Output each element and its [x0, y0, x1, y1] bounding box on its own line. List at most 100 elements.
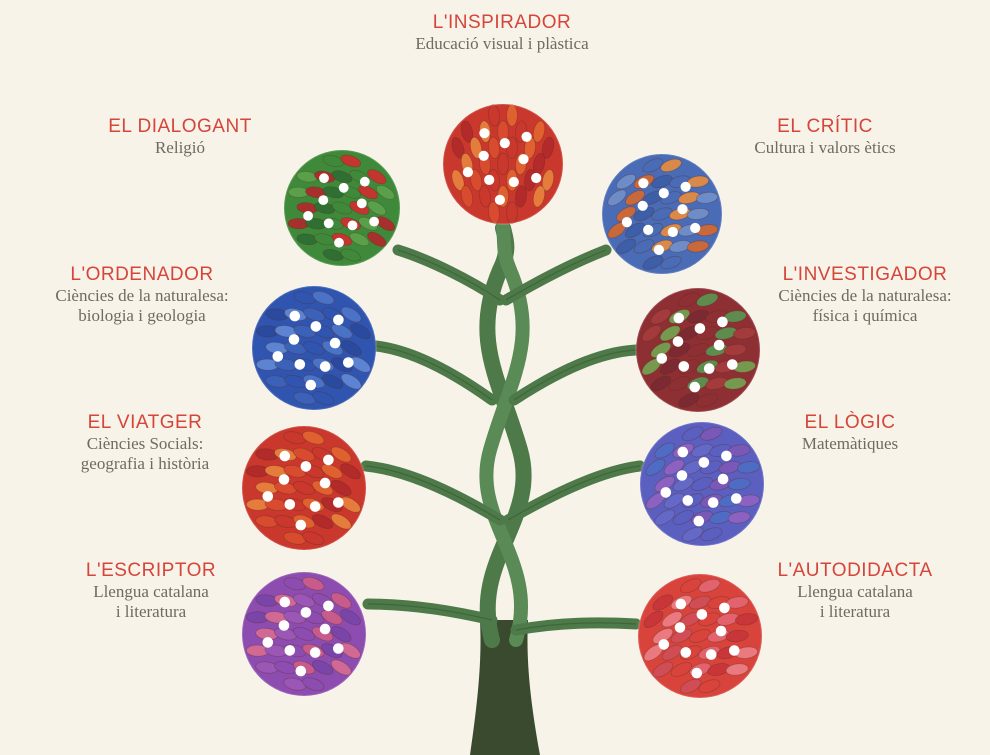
petal [696, 393, 719, 408]
petal [625, 222, 645, 238]
seed-dot [721, 450, 732, 462]
node-viatger: EL VIATGER Ciències Socials: geografia i… [30, 412, 260, 474]
seed-dot [334, 237, 344, 248]
petal [460, 120, 474, 143]
seed-dot [674, 622, 686, 633]
petal [451, 169, 465, 192]
petal [331, 170, 353, 184]
petal [321, 609, 343, 625]
petal [293, 291, 317, 305]
petal [686, 208, 710, 220]
node-critic: EL CRÍTIC Cultura i valors ètics [715, 116, 935, 158]
node-subject: i literatura [819, 602, 891, 621]
petal [460, 185, 474, 208]
petal [322, 248, 344, 262]
petal [734, 613, 759, 626]
flower-inspirador [442, 103, 564, 225]
petal [652, 594, 674, 611]
seed-dot [262, 637, 274, 648]
petal [723, 377, 747, 390]
seed-dot [284, 645, 296, 656]
seed-dot [499, 138, 510, 149]
petal [677, 292, 700, 308]
petal [661, 644, 683, 661]
seed-dot [333, 314, 344, 326]
flower-rim [635, 287, 761, 413]
branch-outline-escriptor [367, 603, 493, 621]
petal [367, 200, 387, 216]
seed-dot [713, 339, 725, 351]
petal [727, 477, 751, 491]
petal [292, 447, 316, 462]
petal [672, 510, 695, 525]
petal [292, 627, 316, 641]
seed-dot [319, 361, 331, 372]
seed-dot [494, 194, 505, 205]
trunk-base [470, 620, 540, 755]
seed-dot [658, 639, 670, 650]
petal [663, 492, 685, 509]
node-logic: EL LÒGIC Matemàtiques [750, 412, 950, 454]
seed-dot [294, 359, 306, 370]
petal [681, 526, 704, 542]
seed-dot [278, 474, 290, 485]
petal [469, 169, 483, 192]
node-escriptor: L'ESCRIPTOR Llengua catalana i literatur… [36, 560, 266, 622]
petal [283, 531, 307, 545]
petal [625, 190, 645, 206]
seed-dot [731, 493, 742, 504]
petal [650, 308, 672, 325]
petal [331, 201, 353, 215]
seed-dot [691, 667, 703, 679]
flower-ordenador [251, 285, 377, 411]
petal [532, 185, 546, 208]
petal [642, 158, 664, 173]
node-dialogant: EL DIALOGANT Religió [70, 116, 290, 158]
petal [688, 629, 712, 643]
petal [698, 679, 721, 694]
petal [663, 459, 685, 476]
petal [312, 290, 335, 305]
petal [340, 339, 362, 357]
flower-dialogant [283, 149, 401, 267]
seed-dot [318, 195, 329, 206]
seed-dot [660, 487, 672, 498]
flower-rim [241, 425, 367, 551]
flower-logic [639, 421, 765, 547]
branch-outline-logic [507, 465, 641, 521]
node-subject: Religió [154, 138, 206, 157]
node-subject: geografia i història [80, 454, 210, 473]
petal [340, 248, 362, 262]
node-title: L'INVESTIGADOR [782, 264, 948, 285]
petal [367, 169, 387, 185]
seed-dot [680, 181, 691, 192]
node-subject: biologia i geologia [78, 306, 206, 325]
petal [302, 576, 325, 591]
petal [312, 391, 335, 406]
flower-heads [241, 103, 765, 699]
branch-outline-critic [505, 249, 607, 301]
petal [679, 678, 702, 694]
seed-dot [680, 647, 692, 658]
node-title: EL LÒGIC [804, 412, 896, 433]
petal [506, 104, 518, 127]
seed-dot [707, 497, 719, 508]
seed-dot [338, 182, 349, 193]
seed-dot [729, 645, 740, 656]
petal [681, 426, 704, 442]
petal [654, 442, 676, 459]
petal [340, 154, 362, 168]
flower-rim [251, 285, 377, 411]
petal [330, 479, 352, 497]
petal [283, 677, 307, 691]
petal [292, 593, 316, 608]
seed-dot [478, 150, 489, 161]
flower-investigador [635, 287, 761, 413]
petal [302, 341, 326, 355]
tree-trunk [360, 220, 646, 755]
petal [340, 609, 361, 626]
seed-dot [356, 198, 367, 209]
seed-dot [284, 499, 296, 510]
flower-rim [637, 573, 763, 699]
seed-dot [279, 450, 291, 462]
